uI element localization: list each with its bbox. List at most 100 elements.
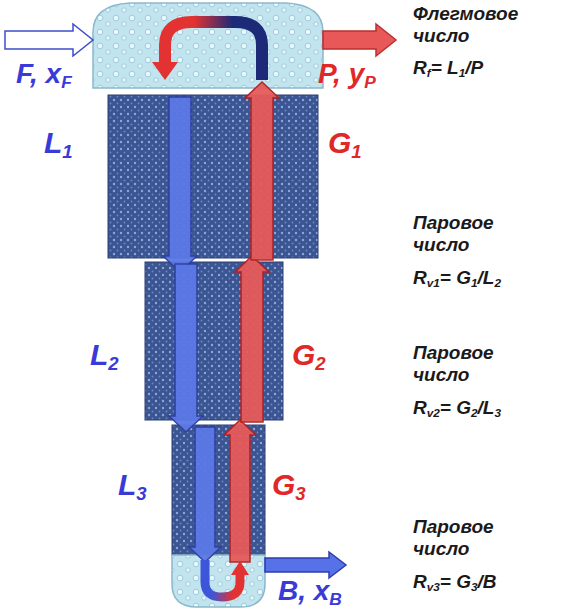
ratio-name: Флегмовое число (413, 3, 535, 47)
symbol: L (483, 267, 495, 288)
ratio-formula: Rv1= G1/L2 (413, 267, 501, 290)
reboiler (172, 555, 265, 607)
flow-label-box: G3 (272, 468, 306, 505)
subscript: 1 (62, 141, 72, 162)
symbol: G (272, 468, 295, 501)
symbol: G (292, 338, 315, 371)
reflux-head (152, 62, 178, 80)
subscript: 3 (295, 483, 305, 504)
reflux-curve (165, 22, 262, 80)
symbol: R (413, 571, 427, 592)
column-section (108, 95, 318, 258)
symbol: L (118, 468, 136, 501)
symbol: L (90, 338, 108, 371)
ratio-name: Паровое число (413, 516, 535, 560)
subscript: f (427, 66, 431, 79)
flow-label-box: G1 (328, 126, 362, 163)
subscript: 1 (351, 141, 361, 162)
subscript: 2 (494, 276, 501, 289)
ratio-formula-box: Rv2= G2/L3 (413, 397, 501, 420)
column-section (172, 425, 265, 555)
boilup-head (231, 561, 249, 575)
symbol: G (456, 571, 471, 592)
subscript: 1 (459, 66, 466, 79)
symbol: G (456, 267, 471, 288)
text-part: P, (318, 58, 349, 89)
flow-label: G2 (292, 338, 326, 375)
subscript: v3 (427, 580, 440, 593)
liquid-arrow (169, 264, 203, 432)
feed-label-box: F, xF (16, 58, 72, 93)
subscript: 3 (471, 580, 478, 593)
ratio-name-box: Паровое число (413, 516, 535, 560)
liquid-arrow (189, 427, 221, 562)
ratio-formula: Rv2= G2/L3 (413, 397, 501, 420)
subscript: v1 (427, 276, 440, 289)
distillate-label: P, yP (318, 58, 376, 93)
text-part: /P (465, 57, 483, 78)
ratio-formula-box: Rf= L1/P (413, 57, 483, 80)
ratio-formula-box: Rv3= G3/B (413, 571, 497, 594)
feed-label: F, xF (16, 58, 72, 93)
condenser (93, 3, 323, 88)
subscript: 3 (136, 483, 146, 504)
boilup-curve (205, 560, 240, 597)
distillate-arrow (323, 24, 396, 56)
bottoms-arrow (265, 552, 346, 578)
ratio-name-box: Паровое число (413, 342, 535, 386)
symbol: R (413, 57, 427, 78)
symbol: G (456, 397, 471, 418)
flow-label-box: L1 (44, 126, 73, 163)
flow-label-box: L2 (90, 338, 119, 375)
flow-label: L2 (90, 338, 119, 375)
subscript: 2 (315, 353, 325, 374)
ratio-name-box: Флегмовое число (413, 3, 535, 47)
vapor-arrow (245, 82, 279, 260)
symbol: x (46, 58, 62, 89)
symbol: y (349, 58, 365, 89)
subscript: 2 (108, 353, 118, 374)
text-part: / (478, 267, 483, 288)
bottoms-label-box: B, xB (278, 575, 342, 610)
text-part: / (478, 397, 483, 418)
liquid-arrow (163, 97, 197, 272)
flow-label: L3 (118, 468, 147, 505)
subscript: 3 (494, 406, 501, 419)
text-part: F, (16, 58, 46, 89)
symbol: L (447, 57, 459, 78)
flow-label: G1 (328, 126, 362, 163)
text-part: = (440, 397, 456, 418)
text-part: = (431, 57, 447, 78)
ratio-name: Паровое число (413, 212, 535, 256)
flow-label-box: G2 (292, 338, 326, 375)
distillate-label-box: P, yP (318, 58, 376, 93)
flow-label: L1 (44, 126, 73, 163)
ratio-formula: Rv3= G3/B (413, 571, 497, 594)
text-part: = (440, 571, 456, 592)
bottoms-label: B, xB (278, 575, 342, 610)
symbol: R (413, 267, 427, 288)
symbol: R (413, 397, 427, 418)
feed-arrow (5, 24, 93, 56)
subscript: F (61, 72, 72, 92)
ratio-formula-box: Rv1= G1/L2 (413, 267, 501, 290)
flow-label: G3 (272, 468, 306, 505)
subscript: B (329, 589, 342, 609)
flow-label-box: L3 (118, 468, 147, 505)
subscript: 1 (471, 276, 478, 289)
text-part: B, (278, 575, 314, 606)
symbol: L (44, 126, 62, 159)
symbol: G (328, 126, 351, 159)
symbol: L (483, 397, 495, 418)
subscript: v2 (427, 406, 440, 419)
text-part: = (440, 267, 456, 288)
ratio-name: Паровое число (413, 342, 535, 386)
flow-arrows (5, 24, 396, 578)
subscript: P (364, 72, 376, 92)
ratio-name-box: Паровое число (413, 212, 535, 256)
subscript: 2 (471, 406, 478, 419)
text-part: /B (478, 571, 497, 592)
symbol: x (314, 575, 330, 606)
